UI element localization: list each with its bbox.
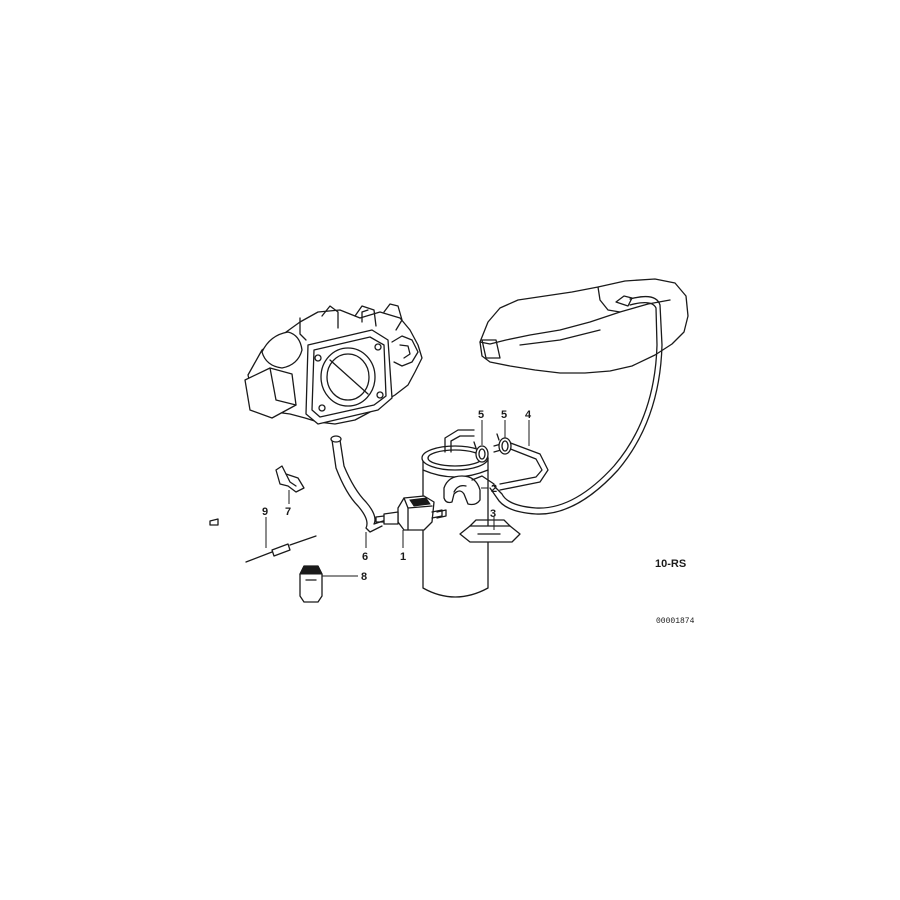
hose-line-9 <box>245 535 317 563</box>
callout-5b: 5 <box>501 409 507 421</box>
clip-7 <box>275 465 305 493</box>
callout-3: 3 <box>490 508 496 520</box>
callout-6: 6 <box>362 551 368 563</box>
callout-4: 4 <box>525 409 532 421</box>
purge-valve-1 <box>375 495 443 531</box>
hose-6-end <box>330 435 342 443</box>
page-code: 10-RS <box>655 558 686 570</box>
plug-8 <box>299 565 323 603</box>
hose-6-inner <box>339 439 387 525</box>
nozzle-left <box>209 518 219 526</box>
callout-1: 1 <box>400 551 406 563</box>
hose-4-inner <box>493 447 543 485</box>
hose-6 <box>331 439 383 533</box>
callout-9: 9 <box>262 506 268 518</box>
hose-clamp-5b <box>496 433 512 455</box>
throttle-housing <box>244 303 423 425</box>
bracket-3 <box>459 519 521 543</box>
hose-clamp-5a <box>473 441 489 463</box>
fuel-tank-vent-line <box>489 295 663 515</box>
callout-7: 7 <box>285 506 291 518</box>
leader-lines <box>265 420 530 577</box>
document-number: 00001874 <box>656 617 695 626</box>
callout-2: 2 <box>491 483 497 495</box>
fuel-tank-vent-line-inner <box>493 301 658 509</box>
nozzle-right <box>436 509 447 519</box>
callout-8: 8 <box>361 571 367 583</box>
callout-5a: 5 <box>478 409 484 421</box>
canister-holder-2 <box>443 475 495 506</box>
